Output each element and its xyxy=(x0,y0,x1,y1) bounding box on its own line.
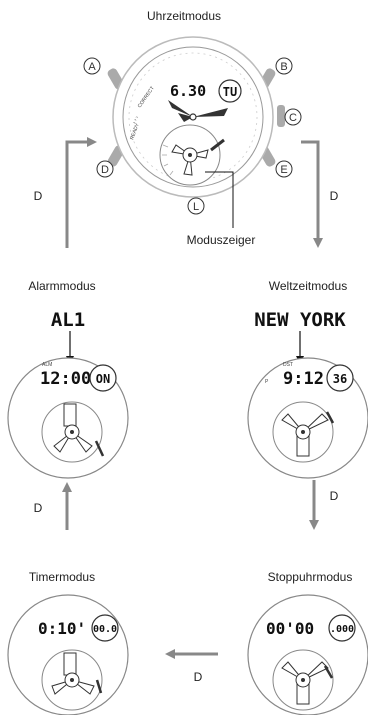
main-subdial-ticks xyxy=(162,144,174,176)
label-d: D xyxy=(101,164,109,176)
label-l: L xyxy=(193,201,199,213)
stopwatch-mode-pointer xyxy=(323,665,334,679)
world-watch: NEW YORK DST P 9:12 36 xyxy=(247,309,368,479)
main-day-display: TU xyxy=(223,85,237,99)
title-weltzeitmodus: Weltzeitmodus xyxy=(269,279,347,293)
world-p-mark: P xyxy=(265,379,269,385)
hour-hand xyxy=(168,100,193,117)
title-timermodus: Timermodus xyxy=(29,570,95,584)
alarm-watch: AL1 ALM 12:00 ON xyxy=(7,309,129,479)
button-c-shape xyxy=(277,105,285,127)
main-watch: READY CORRECT › › › 6.30 TU A B C D E xyxy=(83,36,302,247)
arrow-label-2: D xyxy=(34,189,43,203)
arrow-alarm-to-main xyxy=(65,137,97,248)
title-alarmmodus: Alarmmodus xyxy=(28,279,95,293)
pointer-label: Moduszeiger xyxy=(187,233,256,247)
alarm-big-display: AL1 xyxy=(51,309,85,331)
title-stoppuhrmodus: Stoppuhrmodus xyxy=(268,570,353,584)
timer-time-display: 0:10' xyxy=(38,619,86,638)
mode-pointer xyxy=(210,138,225,152)
title-uhrzeitmodus: Uhrzeitmodus xyxy=(147,9,221,23)
label-e: E xyxy=(280,164,287,176)
world-badge: 36 xyxy=(333,372,347,386)
arrow-label-5: D xyxy=(34,501,43,515)
arrow-label-4: D xyxy=(194,670,203,684)
minute-hand xyxy=(193,108,228,117)
stopwatch-badge: .000 xyxy=(330,624,354,635)
stopwatch-time-display: 00'00 xyxy=(266,619,314,638)
svg-text:› › ›: › › › xyxy=(131,115,140,125)
world-time-display: 9:12 xyxy=(283,369,324,389)
world-small-label: DST xyxy=(283,362,293,368)
arrow-label-3: D xyxy=(330,489,339,503)
alarm-time-display: 12:00 xyxy=(40,369,91,389)
label-b: B xyxy=(280,61,287,73)
main-time-display: 6.30 xyxy=(170,82,206,100)
world-big-display: NEW YORK xyxy=(254,309,346,331)
arrow-main-to-world xyxy=(301,140,323,248)
stopwatch-watch: 00'00 .000 xyxy=(247,594,368,715)
label-c: C xyxy=(289,112,297,124)
alarm-mode-pointer xyxy=(94,440,105,457)
bezel-ready: READY xyxy=(129,122,141,141)
arrow-label-1: D xyxy=(330,189,339,203)
timer-watch: 0:10' 00.0 xyxy=(7,594,129,715)
alarm-badge: ON xyxy=(96,372,110,386)
world-mode-pointer xyxy=(325,411,335,424)
timer-mode-pointer xyxy=(95,679,103,694)
timer-badge: 00.0 xyxy=(93,624,117,635)
main-day-ring xyxy=(218,79,242,103)
pointer-callout-line xyxy=(205,171,234,228)
alarm-small-label: ALM xyxy=(42,362,52,368)
label-a: A xyxy=(88,61,96,73)
